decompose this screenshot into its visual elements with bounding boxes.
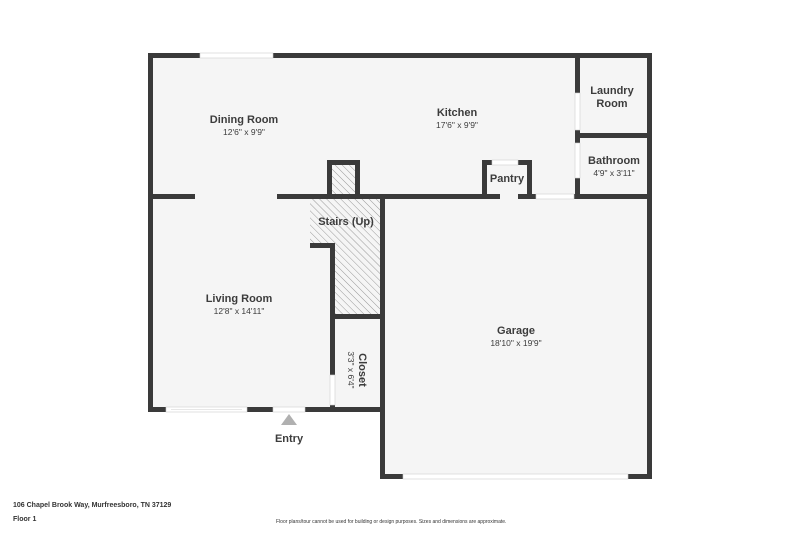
- room-dim-dining: 12'6" x 9'9": [223, 127, 265, 137]
- laundry-line1: Laundry: [590, 85, 634, 97]
- room-dim-closet: 3'3" x 6'4": [346, 351, 356, 389]
- room-name-garage: Garage: [497, 325, 535, 337]
- room-name-living: Living Room: [205, 293, 273, 305]
- room-name-dining: Dining Room: [209, 114, 279, 126]
- room-dim-garage: 18'10" x 19'9": [490, 338, 542, 348]
- room-name-stairs: Stairs (Up): [318, 216, 374, 228]
- room-name-bathroom: Bathroom: [588, 155, 640, 167]
- floor-label: Floor 1: [13, 516, 37, 523]
- room-name-pantry: Pantry: [489, 173, 525, 185]
- address-text: 106 Chapel Brook Way, Murfreesboro, TN 3…: [13, 502, 172, 509]
- entry-label: Entry: [274, 433, 304, 445]
- room-dim-living: 12'8" x 14'11": [213, 306, 265, 316]
- windows: [165, 52, 629, 480]
- room-name-laundry: Laundry Room: [590, 85, 633, 111]
- room-dim-kitchen: 17'6" x 9'9": [436, 120, 478, 130]
- room-dim-bathroom: 4'9" x 3'11": [593, 168, 635, 178]
- room-name-kitchen: Kitchen: [436, 107, 478, 119]
- room-closet: Closet 3'3" x 6'4": [346, 351, 368, 388]
- disclaimer-text: Floor plans/tour cannot be used for buil…: [276, 519, 507, 525]
- stairs-hatch: [310, 165, 380, 316]
- walls: [148, 53, 652, 479]
- room-name-closet: Closet: [356, 353, 368, 387]
- entry-arrow-icon: [281, 414, 297, 425]
- laundry-line2: Room: [596, 98, 628, 110]
